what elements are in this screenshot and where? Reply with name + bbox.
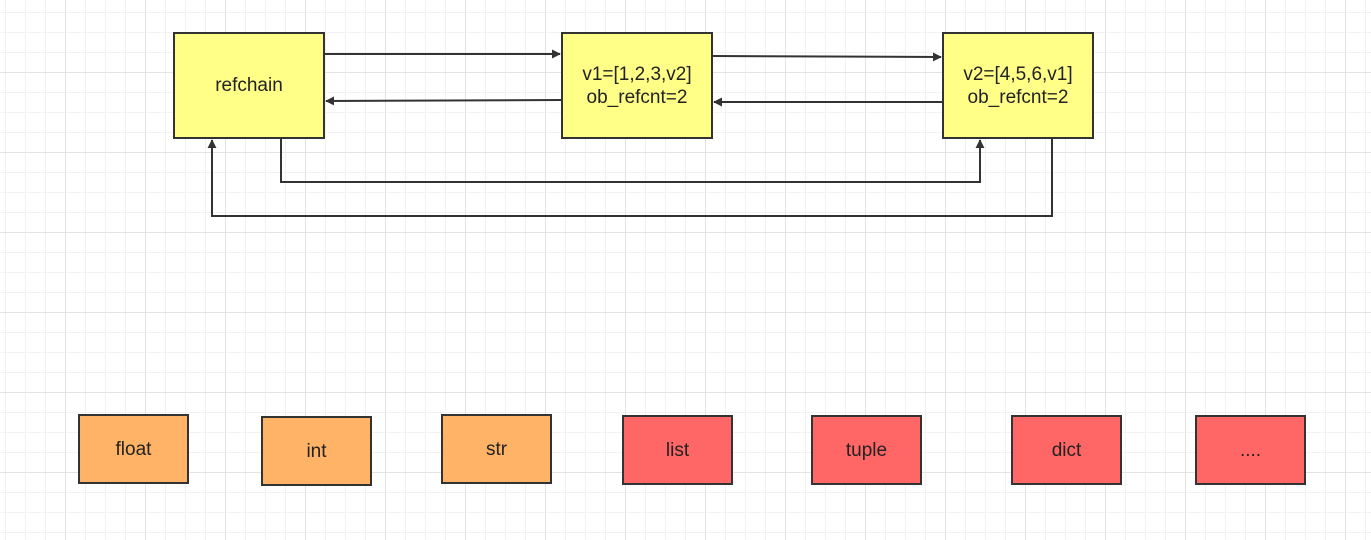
refchain-node[interactable]: refchain xyxy=(173,32,325,139)
edge-v2-to-refchain xyxy=(207,139,1053,217)
type-box-int[interactable]: int xyxy=(261,416,372,486)
v2-value-label: v2=[4,5,6,v1] xyxy=(963,63,1073,85)
edge-v1-to-refchain xyxy=(325,96,562,106)
edge-refchain-to-v2 xyxy=(280,139,985,183)
type-box-more[interactable]: .... xyxy=(1195,415,1306,485)
type-label: dict xyxy=(1051,439,1082,461)
refchain-label: refchain xyxy=(215,75,283,96)
v2-refcnt-label: ob_refcnt=2 xyxy=(967,86,1069,108)
type-box-float[interactable]: float xyxy=(78,414,189,484)
v2-node[interactable]: v2=[4,5,6,v1] ob_refcnt=2 xyxy=(942,32,1094,139)
type-label: list xyxy=(665,439,690,461)
v1-node[interactable]: v1=[1,2,3,v2] ob_refcnt=2 xyxy=(561,32,713,139)
type-label: float xyxy=(115,438,152,460)
type-label: int xyxy=(306,440,327,462)
type-box-list[interactable]: list xyxy=(622,415,733,485)
type-box-str[interactable]: str xyxy=(441,414,552,484)
v1-value-label: v1=[1,2,3,v2] xyxy=(582,63,692,85)
type-label: str xyxy=(485,438,508,460)
type-box-tuple[interactable]: tuple xyxy=(811,415,922,485)
type-label: .... xyxy=(1239,439,1262,461)
type-box-dict[interactable]: dict xyxy=(1011,415,1122,485)
type-label: tuple xyxy=(845,439,888,461)
edge-v1-to-v2 xyxy=(712,52,942,62)
v1-refcnt-label: ob_refcnt=2 xyxy=(586,86,688,108)
